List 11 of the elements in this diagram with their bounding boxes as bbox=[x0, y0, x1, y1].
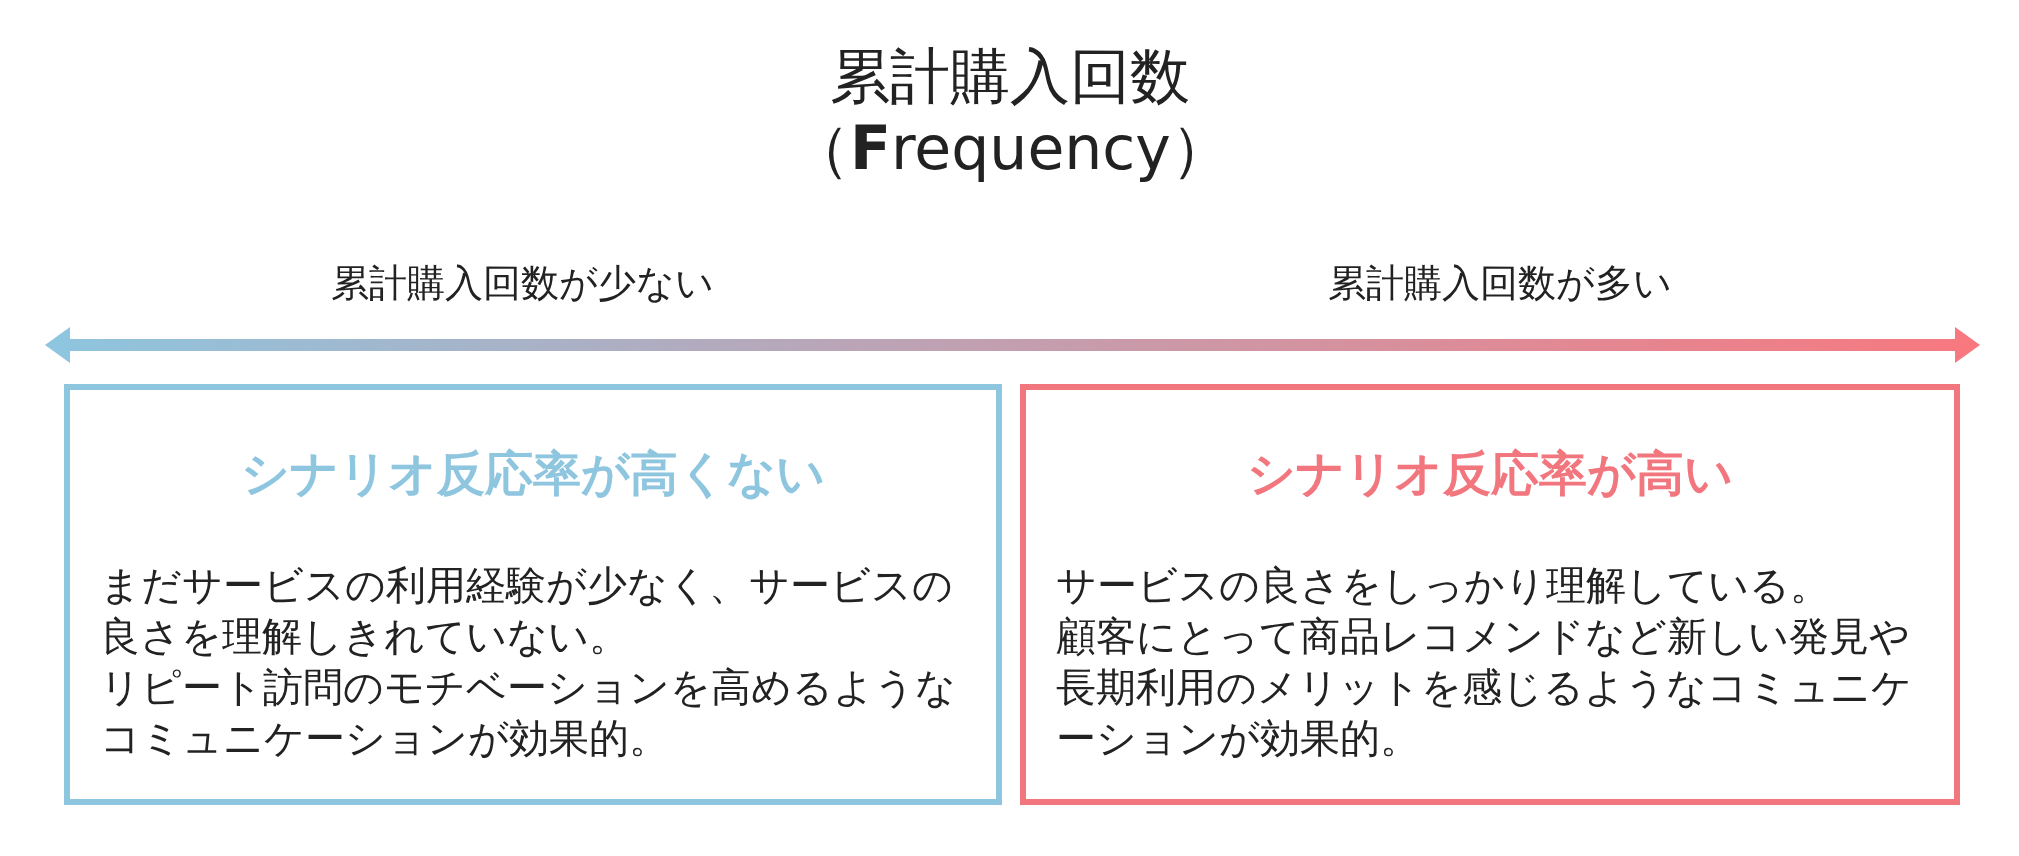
card-text: 顧客にとって商品レコメンドなど新しい発見や長期利用のメリットを感じるようなコミュニケーションが効果的。 bbox=[1056, 612, 1913, 763]
axis-label: 累計購入回数が多い bbox=[1328, 260, 1672, 307]
card-heading: シナリオ反応率が高くない bbox=[240, 444, 826, 503]
card-text: リピート訪問のモチベーションを高めるようなコミュニケーションが効果的。 bbox=[100, 663, 957, 763]
text-card bbox=[1020, 384, 1960, 805]
card-heading: シナリオ反応率が高い bbox=[1246, 444, 1734, 503]
card-text: まだサービスの利用経験が少なく、サービスの良さを理解しきれていない。 bbox=[100, 561, 954, 661]
text-card bbox=[64, 384, 1002, 805]
title: 累計購入回数（Frequency） bbox=[790, 40, 1230, 184]
axis-label: 累計購入回数が少ない bbox=[330, 260, 714, 307]
card-text: サービスの良さをしっかり理解している。 bbox=[1056, 561, 1831, 610]
